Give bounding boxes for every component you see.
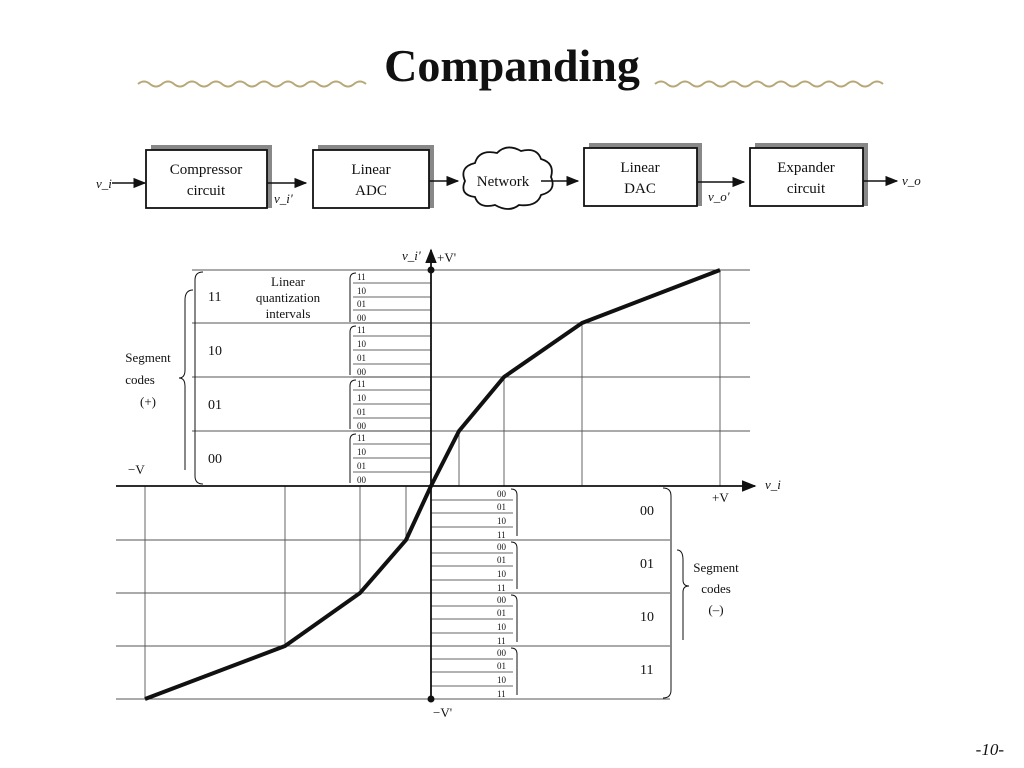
compressor-block: [145, 149, 268, 209]
quant-code: 01: [497, 502, 506, 512]
quant-code: 11: [357, 272, 366, 282]
segment-codes-neg-line1: Segment: [693, 560, 739, 575]
quant-code: 00: [357, 367, 367, 377]
quant-code: 01: [357, 461, 366, 471]
companding-graph: v_i' +V' −V' −V +V v_i Linear quantizati…: [116, 248, 781, 720]
quant-code: 10: [357, 286, 367, 296]
block-diagram: v_i Compressor circuit v_i' Linear ADC N…: [96, 143, 921, 210]
upper-quantization-ticks: [353, 282, 431, 473]
network-label: Network: [477, 174, 530, 190]
output-label: v_o: [902, 173, 921, 188]
quant-code: 00: [497, 595, 507, 605]
quant-code: 00: [497, 489, 507, 499]
neg-segment-code: 00: [640, 504, 654, 519]
y-axis-label: v_i': [402, 248, 421, 263]
linear-adc-block: [312, 149, 430, 209]
expander-block: [749, 147, 864, 207]
quant-code: 11: [357, 325, 366, 335]
quant-code: 10: [497, 675, 507, 685]
page-number: -10-: [975, 740, 1004, 759]
quant-code: 01: [497, 555, 506, 565]
pos-v-label: +V: [712, 490, 729, 505]
quant-code: 00: [357, 421, 367, 431]
vi-prime-label: v_i': [274, 191, 293, 206]
quant-code: 11: [497, 530, 506, 540]
quant-code: 00: [357, 313, 367, 323]
dac-line1: Linear: [620, 160, 659, 176]
lower-quant-codes: 00 01 10 11 00 01 10 11 00 01 10 11 00 0…: [497, 489, 507, 699]
quant-code: 01: [357, 407, 366, 417]
quant-code: 10: [357, 447, 367, 457]
segment-codes-neg-line3: (–): [708, 602, 723, 617]
title-underline-left: [137, 80, 367, 88]
quant-code: 01: [497, 661, 506, 671]
expander-line1: Expander: [777, 160, 834, 176]
segment-codes-pos-line2: codes: [125, 372, 155, 387]
compressor-line2: circuit: [187, 183, 226, 199]
vo-prime-label: v_o': [708, 189, 730, 204]
linear-quant-line1: Linear: [271, 274, 306, 289]
neg-v-prime-label: −V': [433, 705, 452, 720]
quant-code: 01: [497, 608, 506, 618]
quant-code: 00: [357, 475, 367, 485]
linear-dac-block: [583, 147, 698, 207]
adc-line1: Linear: [351, 162, 390, 178]
quant-code: 00: [497, 542, 507, 552]
quant-code: 11: [497, 583, 506, 593]
quant-code: 01: [357, 353, 366, 363]
lower-quantization-ticks: [431, 499, 513, 687]
neg-segment-code: 10: [640, 610, 654, 625]
segment-codes-neg-line2: codes: [701, 581, 731, 596]
input-label: v_i: [96, 176, 112, 191]
network-cloud: [462, 146, 554, 210]
linear-quant-line2: quantization: [256, 290, 321, 305]
title-underline-right: [654, 80, 884, 88]
quant-code: 11: [357, 433, 366, 443]
quant-code: 10: [497, 569, 507, 579]
pos-v-prime-label: +V': [437, 250, 456, 265]
pos-segment-code: 10: [208, 344, 222, 359]
compander-curve: [144, 268, 721, 701]
quant-code: 11: [357, 379, 366, 389]
pos-segment-code: 01: [208, 398, 222, 413]
segment-codes-pos-line3: (+): [140, 394, 156, 409]
upper-quant-codes: 11 10 01 00 11 10 01 00 11 10 01 00 11 1…: [357, 272, 367, 485]
quant-code: 10: [497, 516, 507, 526]
quant-code: 10: [497, 622, 507, 632]
compressor-line1: Compressor: [170, 162, 243, 178]
segment-codes-pos-line1: Segment: [125, 350, 171, 365]
quant-code: 00: [497, 648, 507, 658]
neg-segment-code: 01: [640, 557, 654, 572]
slide-title: Companding: [384, 40, 640, 91]
adc-line2: ADC: [355, 183, 387, 199]
quant-code: 11: [497, 689, 506, 699]
x-axis-label: v_i: [765, 477, 781, 492]
expander-line2: circuit: [787, 181, 826, 197]
linear-quant-line3: intervals: [266, 306, 311, 321]
pos-segment-code: 00: [208, 452, 222, 467]
segment-brackets: [178, 271, 690, 699]
pos-segment-code: 11: [208, 290, 221, 305]
quant-code: 10: [357, 339, 367, 349]
quant-code: 10: [357, 393, 367, 403]
dac-line2: DAC: [624, 181, 656, 197]
quant-code: 01: [357, 299, 366, 309]
quant-code: 11: [497, 636, 506, 646]
neg-segment-code: 11: [640, 663, 653, 678]
neg-v-label: −V: [128, 462, 145, 477]
